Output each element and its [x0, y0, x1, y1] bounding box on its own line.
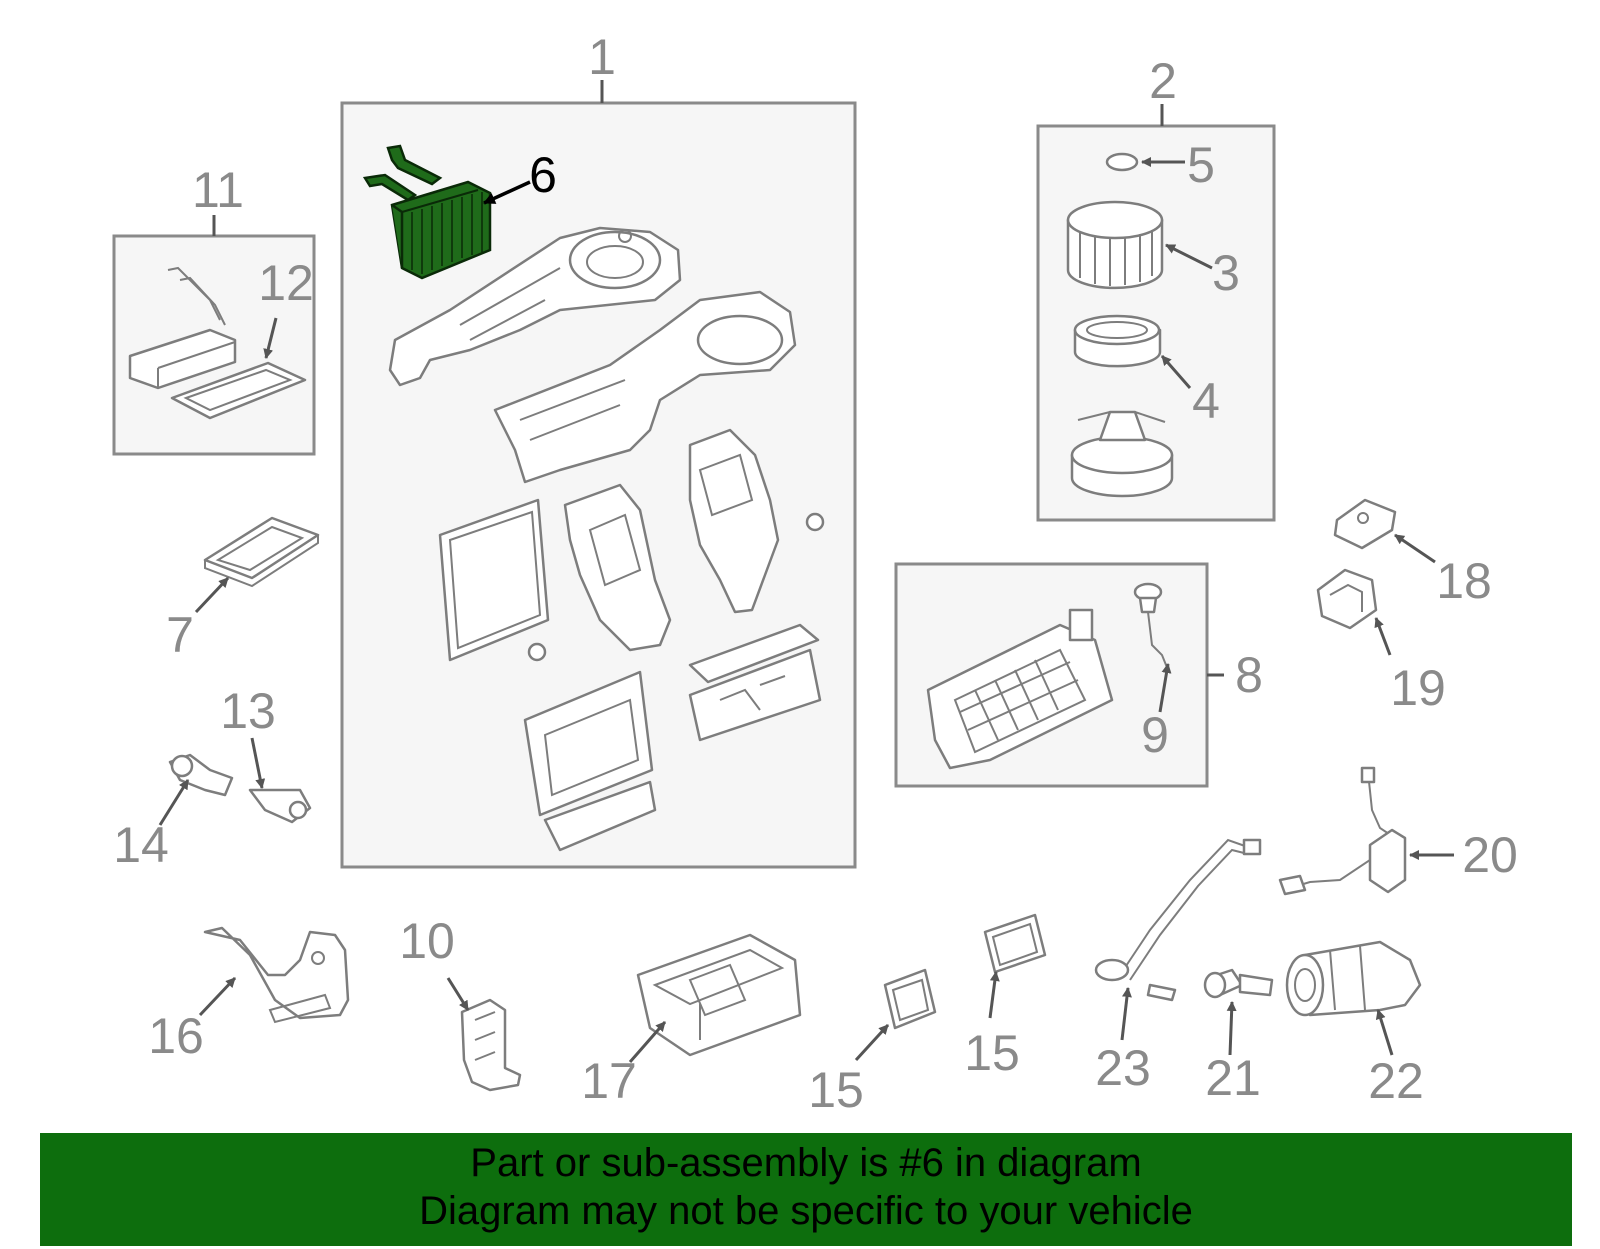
heater-core-kit	[128, 266, 237, 390]
cabin-air-filter	[203, 516, 320, 588]
evaporator-core	[438, 498, 550, 662]
banner-line-1: Part or sub-assembly is #6 in diagram	[470, 1141, 1142, 1185]
callout-17: 17	[581, 1053, 637, 1109]
temperature-valve-group: 8 9	[894, 562, 1263, 788]
air-inlet-housing	[926, 608, 1114, 770]
blend-door-housing	[563, 483, 672, 652]
resistor-a	[883, 968, 937, 1030]
callout-13: 13	[220, 683, 276, 739]
blower-seal-ring	[1073, 314, 1162, 368]
callout-15-a: 15	[808, 1062, 864, 1118]
callout-14: 14	[113, 817, 169, 873]
drain-tube	[1094, 838, 1262, 1002]
aspirator-bracket	[460, 998, 522, 1092]
lower-case-housing	[493, 290, 797, 484]
callout-19: 19	[1390, 660, 1446, 716]
callout-22: 22	[1368, 1053, 1424, 1109]
callout-2: 2	[1149, 53, 1177, 109]
blower-motor	[1070, 410, 1174, 498]
callout-11: 11	[192, 162, 244, 218]
o-ring	[1105, 152, 1139, 172]
pressure-switch	[1203, 968, 1274, 999]
lower-duct-outlet	[523, 670, 657, 852]
mode-door-assembly	[527, 623, 822, 742]
callout-10: 10	[399, 913, 455, 969]
air-distribution-duct	[688, 428, 825, 614]
blower-wheel	[1066, 200, 1164, 290]
temperature-sensor	[1133, 582, 1169, 671]
wiring-harness	[1278, 766, 1407, 896]
callout-15-b: 15	[964, 1025, 1020, 1081]
callout-1: 1	[588, 29, 616, 85]
callout-21: 21	[1205, 1050, 1261, 1106]
upper-case-housing	[388, 226, 682, 387]
notice-banner: Part or sub-assembly is #6 in diagram Di…	[40, 1133, 1572, 1246]
cabin-filter-kit	[170, 361, 307, 420]
callout-23: 23	[1095, 1040, 1151, 1096]
callout-18: 18	[1436, 553, 1492, 609]
callout-16: 16	[148, 1008, 204, 1064]
actuator-motor	[1285, 940, 1422, 1017]
resistor-b	[983, 913, 1047, 974]
banner-line-2: Diagram may not be specific to your vehi…	[419, 1189, 1193, 1233]
heater-core-highlighted[interactable]	[362, 144, 492, 280]
heater-kit-group: 11 12	[112, 162, 316, 456]
actuator-sensor-13-14	[168, 753, 312, 824]
heater-cover-tray	[636, 933, 802, 1057]
hvac-case-assembly-group: 1 6	[340, 29, 857, 869]
floor-duct	[203, 926, 350, 1024]
sensor-bracket	[1333, 498, 1397, 550]
callout-12: 12	[258, 255, 314, 311]
blower-motor-group: 2 5 3 4	[1036, 53, 1276, 522]
control-module	[1316, 568, 1378, 630]
callout-7: 7	[166, 607, 194, 663]
callout-9: 9	[1141, 707, 1169, 763]
callout-6: 6	[529, 147, 557, 203]
callout-20: 20	[1462, 827, 1518, 883]
callout-5: 5	[1187, 137, 1215, 193]
callout-8: 8	[1235, 647, 1263, 703]
callout-3: 3	[1212, 245, 1240, 301]
callout-4: 4	[1192, 373, 1220, 429]
